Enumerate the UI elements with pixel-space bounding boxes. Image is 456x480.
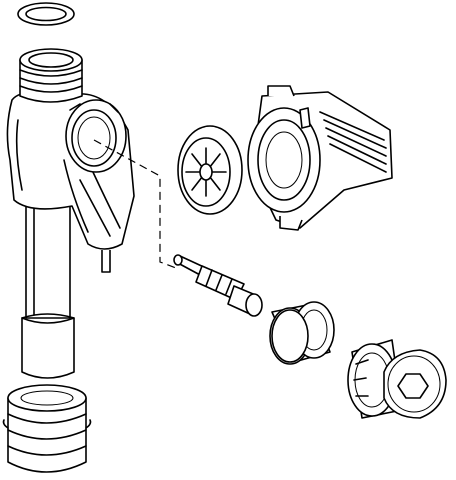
bottom-bellows-seal	[2, 384, 92, 473]
sleeve-nut	[269, 301, 335, 365]
float-disc	[177, 125, 243, 215]
valve-body	[6, 48, 135, 379]
valve-housing-cage	[247, 85, 393, 231]
oval-washer	[383, 349, 447, 419]
valve-pin	[173, 254, 263, 317]
top-seal-ring	[17, 2, 75, 26]
assembly-axis-line	[93, 139, 177, 269]
